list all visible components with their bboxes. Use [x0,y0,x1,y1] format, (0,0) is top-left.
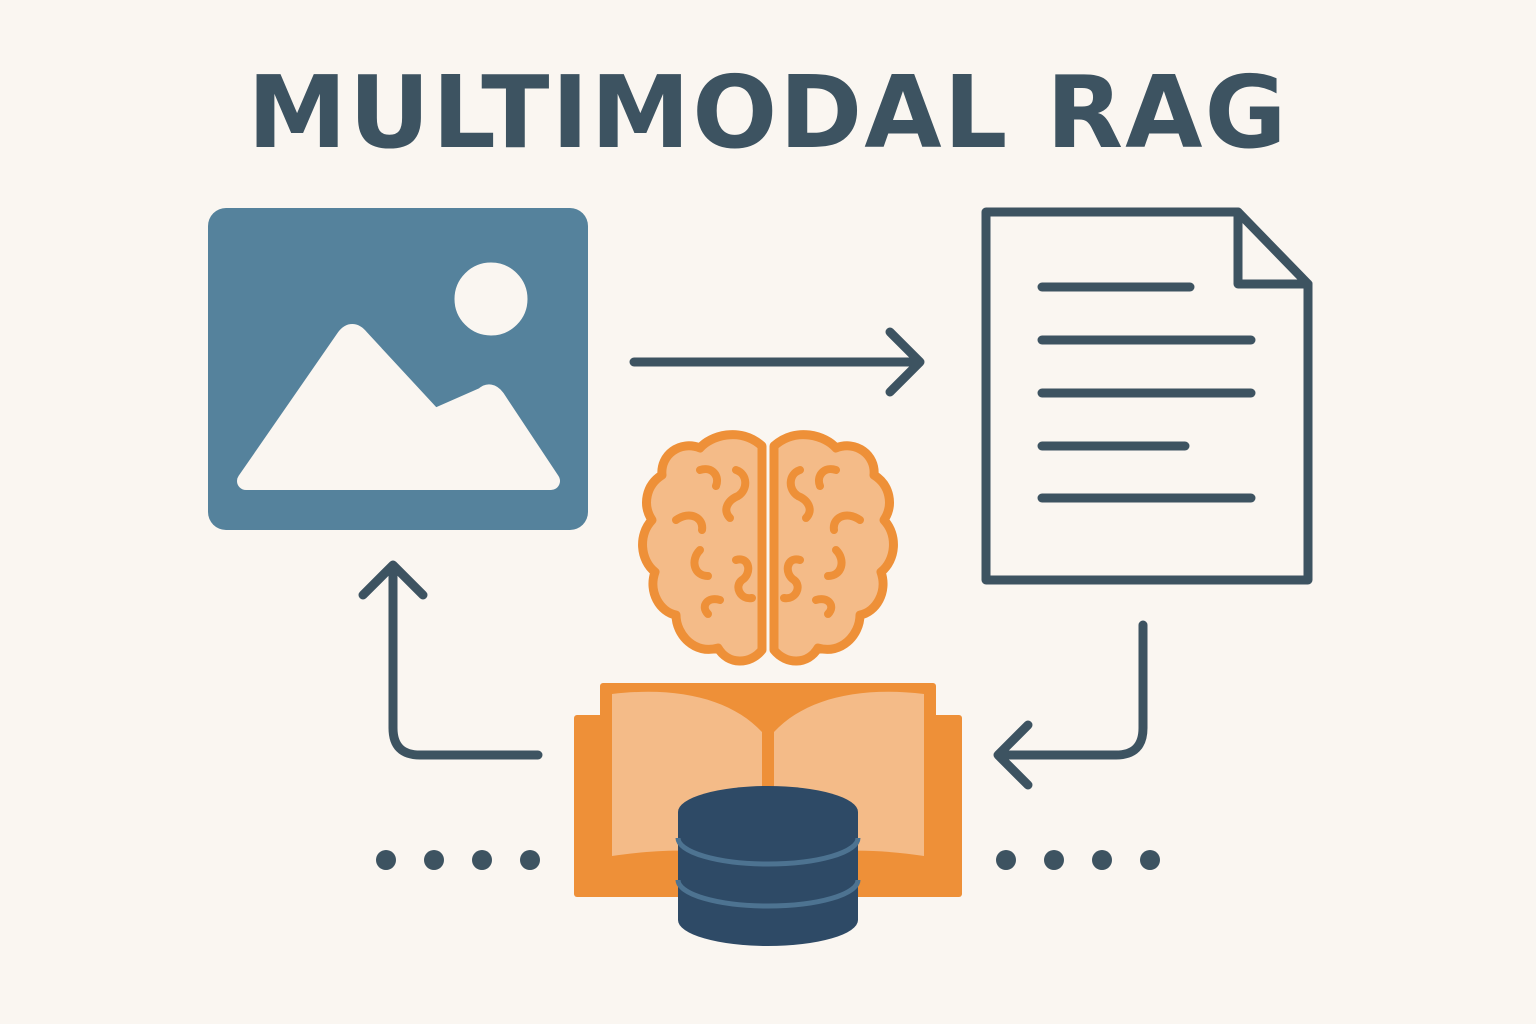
brain-icon [638,430,898,666]
dotted-line-right [996,850,1160,870]
arrow-document-to-book [993,620,1148,790]
image-icon [208,208,588,530]
database-icon [675,786,861,946]
document-icon [981,207,1313,585]
arrow-image-to-document [629,327,925,397]
arrow-book-to-image [358,560,543,760]
diagram-title: MULTIMODAL RAG [247,54,1289,171]
dotted-line-left [376,850,540,870]
